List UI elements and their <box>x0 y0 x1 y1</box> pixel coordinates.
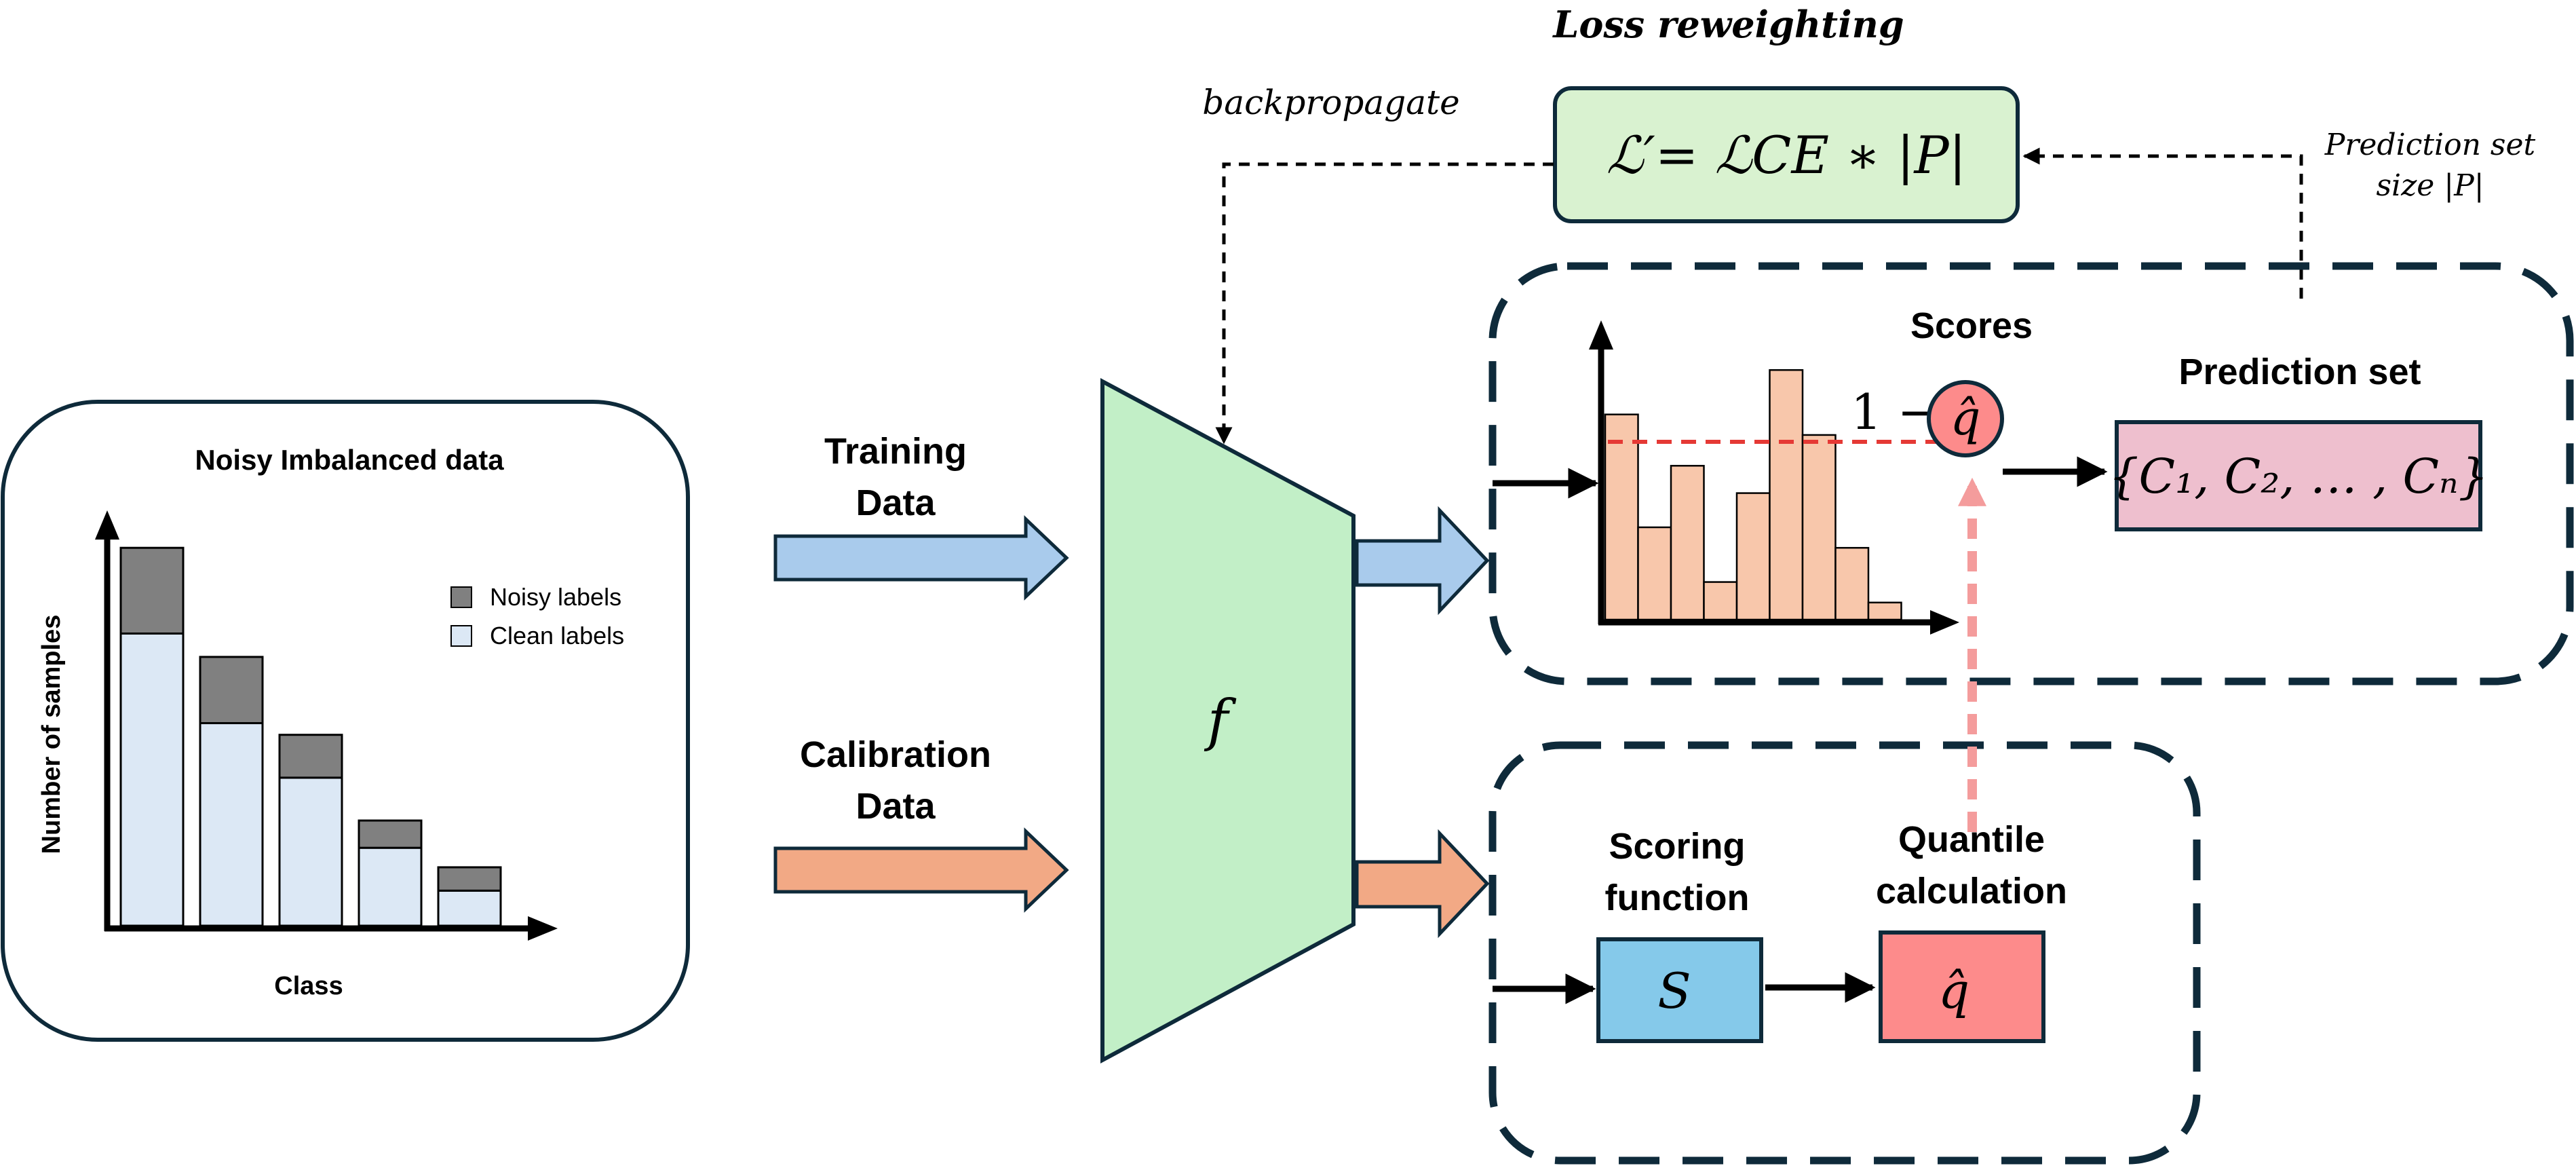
noisy-bar-5 <box>437 866 502 892</box>
qhat-threshold-circle <box>1927 380 2004 457</box>
left-x-axis-arrowhead <box>528 916 558 941</box>
noisy-bar-4 <box>358 819 423 849</box>
score-bar-1 <box>1604 413 1639 621</box>
score-bar-6 <box>1769 369 1804 621</box>
loss-formula-box <box>1553 86 2020 223</box>
scores-dashed-panel <box>1488 262 2574 685</box>
score-bar-8 <box>1834 546 1870 621</box>
backpropagate-label: backpropagate <box>1202 83 1459 122</box>
model-trapezoid <box>1100 377 1356 1064</box>
score-bar-2 <box>1637 526 1672 621</box>
clean-bar-2 <box>199 722 264 927</box>
scoring-function-symbol: S <box>1657 962 1691 1019</box>
prediction-set-title: Prediction set <box>2178 352 2421 392</box>
scores-x-axis-arrowhead <box>1930 610 1959 635</box>
training-data-arrow <box>773 515 1069 601</box>
scores-title: Scores <box>1910 305 2033 346</box>
scores-y-axis-arrowhead <box>1589 320 1613 350</box>
model-to-scores-arrow <box>1355 506 1490 616</box>
left-y-axis-label: Number of samples <box>37 615 66 854</box>
calibration-data-arrow <box>773 827 1069 913</box>
score-bar-9 <box>1867 601 1902 621</box>
scores-histogram <box>1604 369 1902 621</box>
clean-bar-5 <box>437 889 502 927</box>
score-bar-3 <box>1670 465 1705 621</box>
scoring-function-box <box>1596 937 1763 1043</box>
model-to-calibration-arrow <box>1355 829 1490 939</box>
backprop-dashed-arrow <box>1215 162 1554 445</box>
left-x-axis-label: Class <box>274 972 343 1000</box>
score-bar-4 <box>1703 581 1738 621</box>
clean-bar-4 <box>358 846 423 927</box>
calibration-dashed-panel <box>1488 741 2201 1165</box>
threshold-one-minus: 1 − <box>1851 383 1938 440</box>
prediction-set-value: {C₁, C₂, … , Cₙ} <box>2109 449 2488 504</box>
left-y-axis-arrowhead <box>95 510 119 540</box>
qhat-threshold-symbol: q̂ <box>1950 390 1981 446</box>
prediction-size-dashed-arrow <box>2022 147 2303 299</box>
prediction-set-box <box>2115 420 2482 531</box>
noisy-bar-3 <box>278 734 343 779</box>
score-bar-5 <box>1735 492 1771 621</box>
noisy-data-bars <box>119 546 502 927</box>
noisy-data-title: Noisy Imbalanced data <box>195 444 504 476</box>
quantile-calculation-box <box>1879 930 2045 1043</box>
noisy-bar-1 <box>119 546 185 635</box>
loss-reweighting-title: Loss reweighting <box>1552 3 1904 46</box>
quantile-calculation-symbol: q̂ <box>1938 962 1969 1019</box>
clean-bar-3 <box>278 776 343 927</box>
noisy-bar-2 <box>199 656 264 725</box>
score-bar-7 <box>1801 434 1837 621</box>
legend-clean-label: Clean labels <box>490 622 624 649</box>
legend-clean-swatch <box>450 625 472 647</box>
legend-noisy-label: Noisy labels <box>490 583 621 611</box>
loss-formula: ℒ′= ℒCE ∗ |P| <box>1607 125 1967 185</box>
clean-bar-1 <box>119 633 185 927</box>
legend-noisy-swatch <box>450 586 472 608</box>
